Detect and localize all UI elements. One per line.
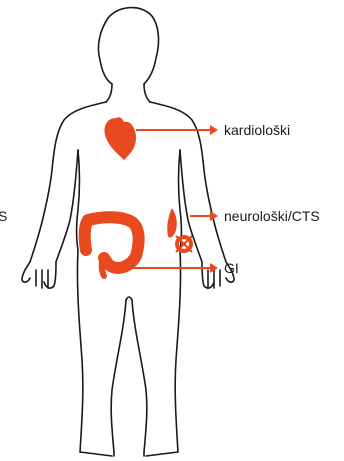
organs (85, 117, 192, 276)
leg-right-outline (175, 250, 180, 452)
colon-icon (85, 217, 139, 268)
head-outline (98, 18, 112, 84)
torso-left-outline (30, 102, 106, 262)
foot-left-outline (80, 452, 114, 456)
arrow-cardio-head (210, 125, 218, 135)
arm-left-inner (56, 150, 78, 262)
leg-left-outline (77, 250, 82, 452)
head-outline-right (108, 8, 158, 84)
leg-left-inner (111, 300, 126, 452)
crotch-outline (126, 297, 132, 300)
nerve-icon (167, 208, 177, 238)
colon-ascending (102, 258, 104, 276)
foot-right-outline (144, 452, 178, 456)
wrist-icon (176, 236, 192, 252)
label-neuro: neurološki/CTS (224, 208, 320, 224)
leg-right-inner (132, 300, 147, 452)
hand-left-outline (22, 262, 56, 288)
label-gi: GI (224, 260, 239, 276)
heart-icon (104, 117, 136, 160)
label-cut-left: S (0, 208, 7, 224)
body-outline (22, 8, 234, 456)
neck-outline (106, 84, 150, 102)
label-cardio: kardiološki (224, 122, 290, 138)
